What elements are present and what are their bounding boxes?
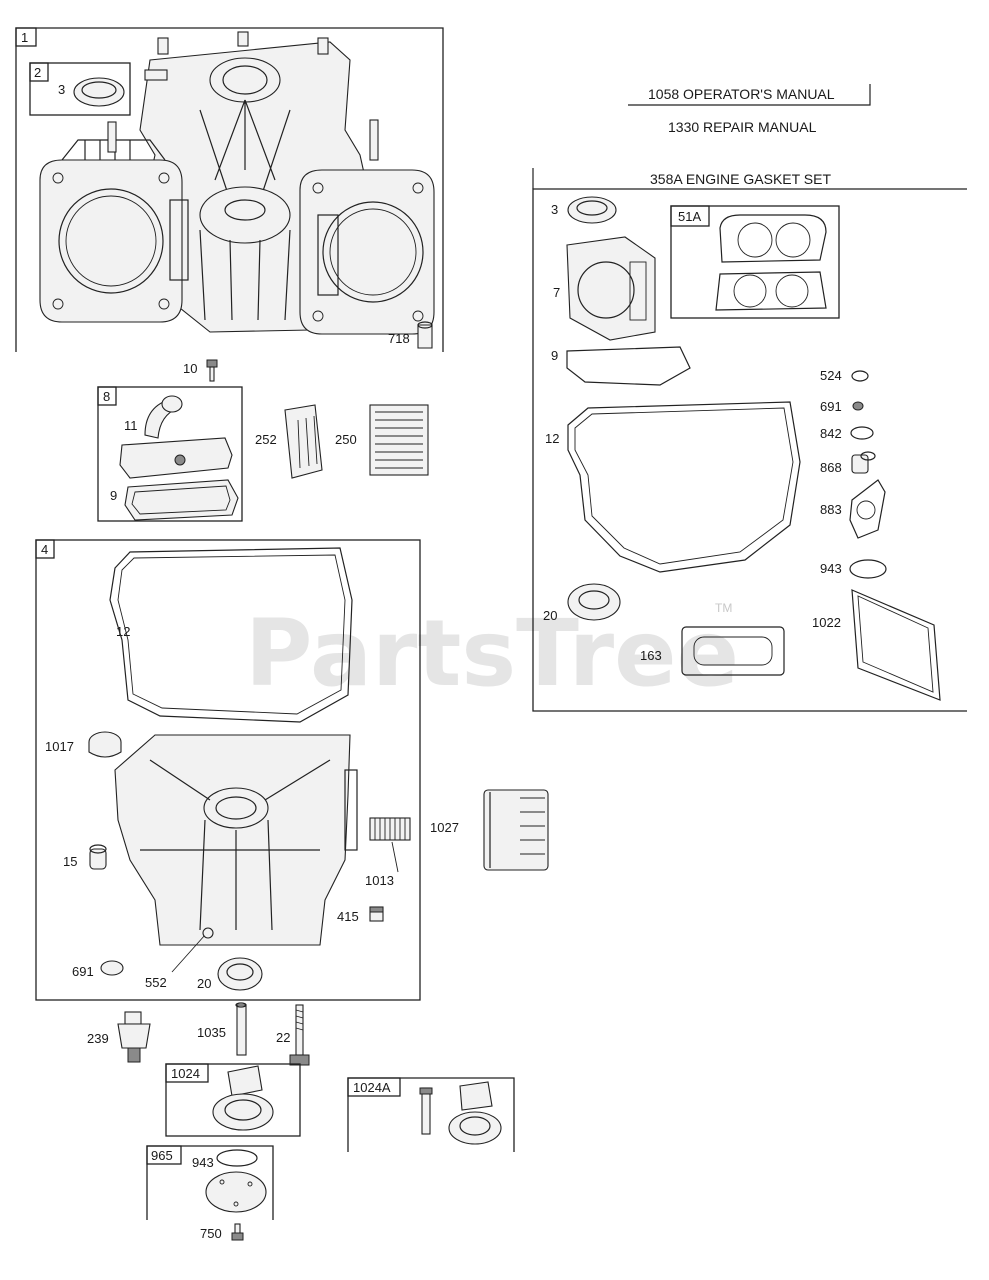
nipple-1013-part[interactable] [369, 817, 411, 873]
manuals-section: 1058 OPERATOR'S MANUAL 1330 REPAIR MANUA… [628, 84, 871, 135]
shaft-1024A-part[interactable] [419, 1087, 433, 1135]
gasket-label-524: 524 [820, 368, 842, 383]
ring-842-part[interactable] [850, 426, 874, 440]
washer-524-part[interactable] [851, 370, 869, 382]
callout-718: 718 [388, 331, 410, 346]
oil-seal-20-part[interactable] [217, 957, 263, 991]
breather-gasket-9-part[interactable] [566, 346, 691, 386]
callout-9-breather: 9 [110, 488, 117, 503]
callout-1035: 1035 [197, 1025, 226, 1040]
rotor-1024A-part[interactable] [459, 1081, 493, 1111]
shaft-1035-part[interactable] [235, 1002, 247, 1056]
callout-1024: 1024 [171, 1066, 200, 1081]
gasket-label-51A: 51A [678, 209, 701, 224]
filter-250-part[interactable] [369, 404, 429, 476]
watermark: PartsTree [245, 600, 739, 707]
group-8-breather: 8 11 9 [97, 386, 243, 522]
callout-1017: 1017 [45, 739, 74, 754]
dowel-pin-part[interactable] [417, 324, 433, 349]
bolt-22-part[interactable] [289, 1004, 310, 1066]
callout-3: 3 [58, 82, 65, 97]
group-965-cover-kit: 965 943 [146, 1145, 274, 1220]
callout-750: 750 [200, 1226, 222, 1241]
rotor-1024-part[interactable] [227, 1065, 263, 1097]
gasket-label-20: 20 [543, 608, 557, 623]
callout-10: 10 [183, 361, 197, 376]
sump-gasket-part[interactable] [109, 547, 353, 723]
bushing-15-part[interactable] [89, 844, 107, 870]
plug-415-part[interactable] [369, 906, 384, 922]
repair-manual-link[interactable]: 1330 REPAIR MANUAL [668, 119, 817, 135]
pump-housing-1024-part[interactable] [212, 1093, 274, 1131]
callout-552: 552 [145, 975, 167, 990]
callout-250: 250 [335, 432, 357, 447]
pump-housing-1024A-part[interactable] [448, 1111, 502, 1145]
callout-2: 2 [34, 65, 41, 80]
callout-1: 1 [21, 30, 28, 45]
gasket-label-883: 883 [820, 502, 842, 517]
gasket-seal-20-part[interactable] [567, 583, 621, 621]
cover-gasket-1022-part[interactable] [851, 589, 941, 701]
pressure-switch-239-part[interactable] [117, 1011, 151, 1063]
callout-239: 239 [87, 1031, 109, 1046]
callout-4: 4 [41, 542, 48, 557]
gasket-label-12: 12 [545, 431, 559, 446]
gasket-set-title: 358A ENGINE GASKET SET [650, 171, 831, 187]
plug-691-part[interactable] [100, 960, 124, 976]
callout-1024A: 1024A [353, 1080, 391, 1095]
callout-691-sump: 691 [72, 964, 94, 979]
gasket-set-358A: 358A ENGINE GASKET SET 3 7 51A 9 12 20 [532, 168, 967, 712]
gasket-label-1022: 1022 [812, 615, 841, 630]
gasket-label-3: 3 [551, 202, 558, 217]
oil-filter-1027-part[interactable] [483, 789, 549, 871]
intake-gasket-51A-part[interactable] [715, 214, 827, 311]
gasket-label-9: 9 [551, 348, 558, 363]
callout-11: 11 [124, 418, 138, 433]
crankcase-gasket-12-part[interactable] [567, 401, 801, 573]
gasket-label-163: 163 [640, 648, 662, 663]
callout-20-sump: 20 [197, 976, 211, 991]
callout-1013: 1013 [365, 873, 394, 888]
screw-10-part[interactable] [206, 359, 218, 382]
callout-252: 252 [255, 432, 277, 447]
washer-552-part[interactable] [202, 927, 214, 939]
watermark-trademark: TM [715, 601, 732, 615]
group-1024-oil-pump: 1024 [165, 1063, 301, 1137]
oring-943-part[interactable] [216, 1149, 258, 1167]
gasket-label-943: 943 [820, 561, 842, 576]
group-1024A-oil-pump: 1024A [347, 1077, 515, 1152]
washer-691-part[interactable] [852, 401, 864, 411]
screw-750-part[interactable] [231, 1223, 244, 1241]
exhaust-gasket-163-part[interactable] [681, 626, 785, 676]
operators-manual-link[interactable]: 1058 OPERATOR'S MANUAL [648, 86, 835, 102]
callout-965: 965 [151, 1148, 173, 1163]
callout-415: 415 [337, 909, 359, 924]
breather-gasket-part[interactable] [124, 479, 239, 521]
gasket-label-691: 691 [820, 399, 842, 414]
head-gasket-7-part[interactable] [566, 236, 656, 341]
crankcase-cover-part[interactable] [114, 734, 358, 946]
gasket-883-part[interactable] [849, 479, 886, 539]
callout-22: 22 [276, 1030, 290, 1045]
callout-1027: 1027 [430, 820, 459, 835]
fitting-868-part[interactable] [851, 451, 876, 474]
callout-943-bottom: 943 [192, 1155, 214, 1170]
callout-15: 15 [63, 854, 77, 869]
gasket-label-842: 842 [820, 426, 842, 441]
callout-8: 8 [103, 389, 110, 404]
gasket-label-7: 7 [553, 285, 560, 300]
oring-943-set-part[interactable] [849, 559, 887, 579]
group-1-cylinder-block: 1 2 3 [15, 27, 444, 352]
gasket-label-868: 868 [820, 460, 842, 475]
group-4-sump: 4 12 1017 15 1013 415 [35, 539, 421, 1001]
governor-1017-part[interactable] [88, 731, 122, 758]
cylinder-block-part[interactable] [39, 31, 435, 335]
filter-252-part[interactable] [284, 404, 323, 479]
